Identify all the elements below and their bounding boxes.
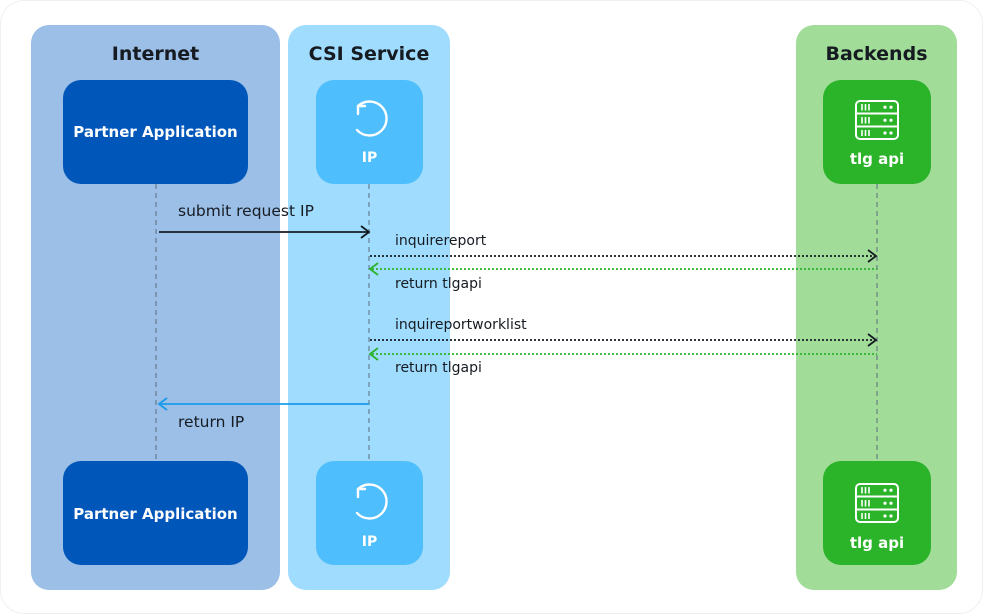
participant-partner-bottom: Partner Application [63, 461, 248, 565]
message-label-return-ip: return IP [178, 413, 245, 431]
participant-tlg-bottom-label: tlg api [849, 534, 905, 552]
participant-tlg-top: tlg api [823, 80, 931, 184]
arrow-inquirereport [370, 249, 878, 263]
participant-ip-top: IP [316, 80, 423, 184]
participant-partner-top-label: Partner Application [73, 123, 238, 141]
message-label-return-tlgapi-2: return tlgapi [395, 360, 482, 376]
refresh-cycle-icon [355, 100, 388, 137]
arrow-return-tlgapi-1 [368, 262, 877, 276]
arrow-inquireportworklist [370, 333, 878, 347]
arrow-return-ip [157, 397, 369, 411]
participant-partner-bottom-label: Partner Application [73, 505, 238, 523]
server-rack-icon [855, 100, 899, 140]
arrow-return-tlgapi-2 [368, 347, 877, 361]
lane-title-internet: Internet [111, 43, 200, 65]
arrow-submit-request-ip [159, 225, 371, 239]
message-label-inquireportworklist: inquireportworklist [395, 317, 527, 333]
participant-tlg-bottom: tlg api [823, 461, 931, 565]
server-rack-icon [855, 483, 899, 523]
message-label-submit-request-ip: submit request IP [178, 202, 314, 220]
participant-ip-bottom: IP [316, 461, 423, 565]
refresh-cycle-icon [355, 483, 388, 520]
lane-title-csi-service: CSI Service [308, 43, 430, 65]
participant-ip-bottom-label: IP [361, 534, 378, 550]
participant-partner-top: Partner Application [63, 80, 248, 184]
participant-tlg-top-label: tlg api [849, 150, 905, 168]
message-label-return-tlgapi-1: return tlgapi [395, 276, 482, 292]
message-label-inquirereport: inquirereport [395, 233, 487, 249]
lane-title-backends: Backends [825, 43, 928, 65]
participant-ip-top-label: IP [361, 150, 378, 166]
